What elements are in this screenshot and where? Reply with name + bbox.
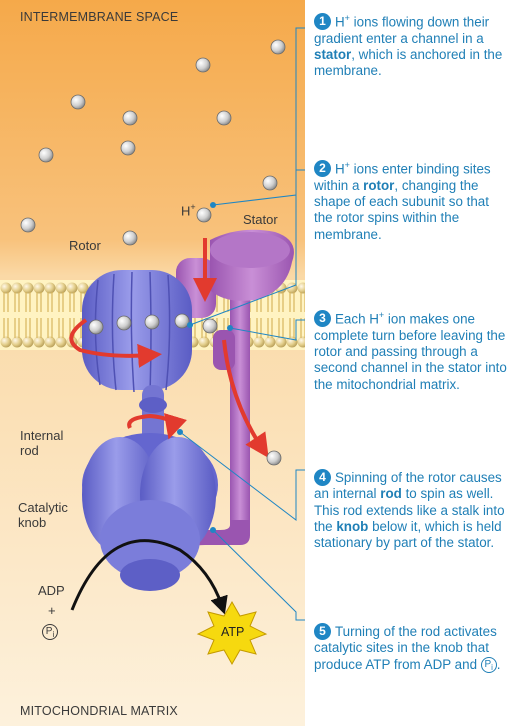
intermembrane-space-label: INTERMEMBRANE SPACE (20, 10, 179, 24)
rotation-arrows (69, 238, 269, 458)
atp-label: ATP (221, 625, 245, 639)
h-ion (120, 140, 136, 156)
internal-rod (139, 385, 167, 445)
step-number: 3 (314, 310, 331, 328)
lipid-head (275, 336, 287, 348)
h-ion (122, 110, 138, 126)
lipid-head (0, 336, 12, 348)
atp-starburst (196, 600, 268, 666)
h-ion (216, 110, 232, 126)
lipid-head (198, 336, 210, 348)
step-number: 5 (314, 623, 331, 640)
h-ion (88, 319, 104, 335)
step-number: 4 (314, 469, 331, 486)
lipid-head (22, 282, 34, 294)
h-ion (116, 315, 132, 331)
h-ion (20, 217, 36, 233)
step-number: 2 (314, 160, 331, 178)
atp-synthase-diagram (0, 0, 305, 726)
lipid-head (44, 336, 56, 348)
callout-lines (179, 27, 305, 621)
h-ion (270, 39, 286, 55)
lipid-head (22, 336, 34, 348)
rotor (82, 270, 192, 393)
callout-dots (177, 202, 233, 533)
h-ions (20, 39, 286, 466)
lipid-head (297, 282, 305, 294)
h-ion (262, 175, 278, 191)
lipid-head (11, 282, 23, 294)
h-ion-label: H+ (181, 202, 196, 219)
lipid-head (0, 282, 12, 294)
lipid-head (55, 336, 67, 348)
stator-label: Stator (243, 212, 278, 227)
h-ion (174, 313, 190, 329)
rotor-label: Rotor (69, 238, 101, 253)
adp-label: ADP (38, 583, 65, 598)
lipid-head (297, 336, 305, 348)
plus-label: + (48, 603, 56, 618)
h-ion (195, 57, 211, 73)
step-number: 1 (314, 13, 331, 31)
lipid-head (264, 336, 276, 348)
pi-label: Pi (42, 623, 58, 640)
h-ion (196, 207, 212, 223)
lipid-head (55, 282, 67, 294)
adp-to-atp-arrow (70, 539, 228, 615)
h-ion (144, 314, 160, 330)
mitochondrial-matrix-label: MITOCHONDRIAL MATRIX (20, 704, 178, 718)
lipid-head (44, 282, 56, 294)
lipid-head (66, 282, 78, 294)
lipid-head (77, 282, 89, 294)
h-ion (38, 147, 54, 163)
catalytic-knob (82, 433, 218, 591)
h-ion (70, 94, 86, 110)
h-ion (122, 230, 138, 246)
lipid-head (33, 282, 45, 294)
h-ion (266, 450, 282, 466)
lipid-head (33, 336, 45, 348)
h-ion (202, 318, 218, 334)
lipid-head (11, 336, 23, 348)
lipid-head (253, 336, 265, 348)
